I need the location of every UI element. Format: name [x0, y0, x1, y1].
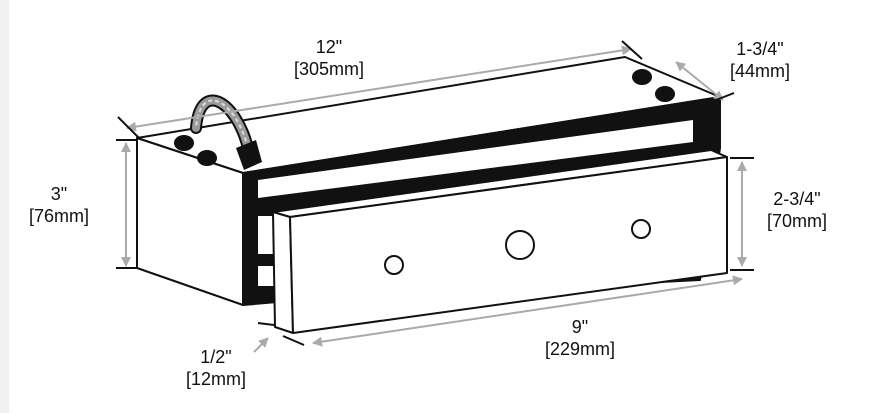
length-imperial: 12"	[315, 37, 343, 57]
height-metric: [76mm]	[28, 206, 89, 226]
plate-height-metric: [70mm]	[766, 211, 827, 231]
hole-right-1	[632, 69, 652, 85]
plate-hole-left	[384, 255, 404, 275]
plate-height-label: 2-3/4" [70mm]	[754, 188, 840, 232]
plate-hole-right	[631, 219, 651, 239]
depth-dim-line	[675, 61, 724, 101]
plate-height-imperial: 2-3/4"	[773, 189, 821, 209]
plate-thickness-metric: [12mm]	[185, 369, 246, 389]
hole-left-1	[174, 135, 194, 151]
length-dim-line	[126, 45, 632, 132]
mounting-holes	[174, 69, 675, 166]
magnet-window-lower	[258, 266, 274, 286]
plate-length-label: 9" [229mm]	[532, 316, 628, 360]
plate-length-imperial: 9"	[571, 317, 589, 337]
length-metric: [305mm]	[293, 59, 365, 79]
magnet-channel	[258, 120, 693, 198]
magnet-window-upper	[258, 216, 274, 254]
thickness-dim-line	[253, 337, 269, 353]
plate-length-dim-line	[312, 275, 743, 347]
depth-label: 1-3/4" [44mm]	[716, 38, 804, 82]
plate-thickness-imperial: 1/2"	[200, 347, 232, 367]
plate-thickness-label: 1/2" [12mm]	[178, 346, 254, 390]
dimension-lines	[116, 40, 754, 353]
hole-right-2	[655, 86, 675, 102]
plate-length-metric: [229mm]	[544, 339, 616, 359]
left-margin-strip	[0, 0, 9, 413]
cable-gland	[236, 140, 262, 170]
hole-left-2	[197, 150, 217, 166]
height-label: 3" [76mm]	[18, 183, 100, 227]
length-label: 12" [305mm]	[284, 36, 374, 80]
plate-hole-center	[505, 230, 535, 260]
height-imperial: 3"	[50, 184, 68, 204]
depth-imperial: 1-3/4"	[736, 39, 784, 59]
depth-metric: [44mm]	[729, 61, 790, 81]
